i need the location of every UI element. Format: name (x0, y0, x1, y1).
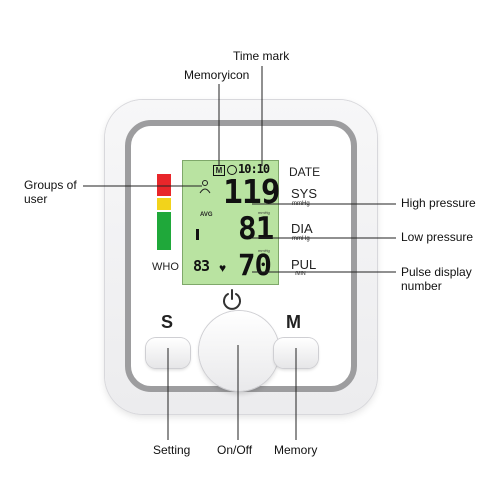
lcd-pulse: 70 (238, 248, 272, 282)
annotation-groups-line2: user (24, 192, 48, 206)
annotation-high-pressure: High pressure (401, 196, 476, 210)
pul-label: PUL (291, 257, 317, 272)
annotation-memory: Memory (274, 443, 318, 457)
lcd-dia-unit: mmHg (258, 248, 270, 253)
heart-icon: ♥ (219, 261, 227, 275)
dia-unit-label: mmHg (292, 236, 310, 242)
annotation-on-off: On/Off (217, 443, 253, 457)
s-button-label: S (161, 312, 174, 332)
annotation-groups-line1: Groups of (24, 178, 77, 192)
annotation-pulse-line1: Pulse display (401, 265, 472, 279)
who-led-red (157, 174, 171, 196)
date-label: DATE (289, 165, 321, 179)
sys-label: SYS (291, 186, 318, 201)
power-icon (222, 288, 242, 310)
annotation-setting: Setting (153, 443, 191, 457)
clock-icon (227, 165, 237, 175)
dia-label: DIA (291, 221, 313, 236)
annotation-pulse-line2: number (401, 279, 442, 293)
m-button-label: M (286, 312, 301, 332)
who-label: WHO (152, 261, 179, 273)
lcd-indicator-bar (196, 229, 199, 240)
on-off-button[interactable] (199, 311, 279, 391)
annotation-memory-icon: Memoryicon (184, 68, 250, 82)
pul-unit-label: /MIN (295, 271, 306, 277)
annotation-low-pressure: Low pressure (401, 230, 474, 244)
who-led-green (157, 212, 171, 250)
lcd-memory-count: 83 (193, 257, 210, 275)
lcd-avg: AVG (200, 212, 213, 218)
annotation-time-mark: Time mark (233, 49, 290, 63)
lcd-screen (182, 160, 279, 285)
lcd-diastolic: 81 (238, 211, 274, 247)
lcd-systolic: 119 (223, 172, 281, 211)
lcd-sys-unit: mmHg (258, 210, 270, 215)
user-group-icon (199, 180, 211, 194)
who-led-yellow (157, 198, 171, 210)
